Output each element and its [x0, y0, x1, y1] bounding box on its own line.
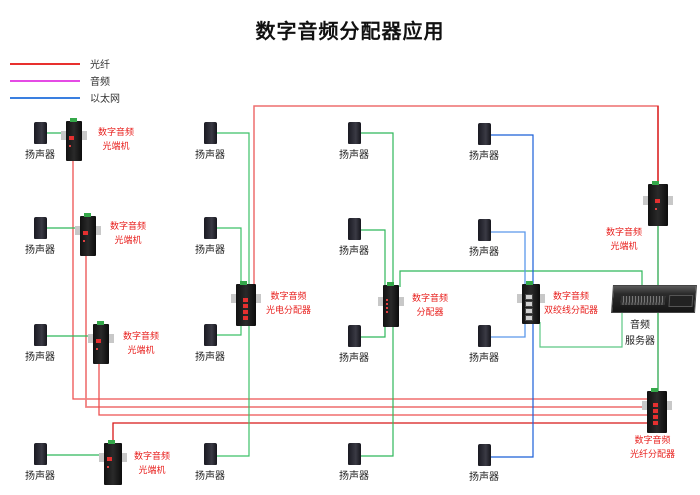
audio-distributor-device — [378, 282, 404, 327]
fiber-transceiver-device — [75, 213, 101, 256]
fiber-link-1 — [72, 150, 648, 400]
speaker-label: 扬声器 — [469, 353, 499, 364]
twisted-pair-distributor-device — [517, 281, 545, 324]
speaker-label: 扬声器 — [339, 353, 369, 364]
fiber-transceiver-device — [88, 321, 114, 364]
audio-link — [216, 227, 242, 288]
fiber-link-4 — [112, 422, 648, 450]
fiber-transceiver-device — [61, 118, 87, 161]
audio-link — [360, 229, 386, 287]
fiber-link-3 — [98, 360, 648, 416]
audio-link — [216, 132, 250, 288]
fiber-link-2 — [85, 255, 648, 408]
device-label-twisted-splitter: 数字音频双绞线分配器 — [544, 292, 599, 316]
speaker-icon — [204, 122, 217, 144]
speaker-label: 扬声器 — [25, 245, 55, 256]
opto-electric-splitter-device — [231, 281, 261, 326]
speaker-icon — [204, 217, 217, 239]
device-label-transceiver-3: 数字音频光端机 — [123, 332, 160, 356]
speaker-label: 扬声器 — [195, 150, 225, 161]
speaker-icon — [34, 443, 47, 465]
server-panel — [668, 295, 694, 307]
device-label-transceiver-right: 数字音频光端机 — [606, 228, 643, 252]
device-label-fiber-splitter: 数字音频光纤分配器 — [630, 436, 676, 460]
legend-label: 以太网 — [90, 94, 120, 105]
legend-label: 音频 — [90, 77, 110, 88]
speaker-label: 扬声器 — [339, 150, 369, 161]
audio-line-swatch — [10, 80, 80, 82]
speaker-icon — [34, 122, 47, 144]
device-label-audio-splitter: 数字音频分配器 — [412, 294, 449, 318]
fiber-transceiver-device — [643, 181, 673, 226]
speaker-icon — [478, 219, 491, 241]
speaker-icon — [34, 217, 47, 239]
audio-link — [216, 325, 250, 457]
audio-link — [360, 325, 386, 338]
speaker-icon — [348, 122, 361, 144]
audio-link — [360, 325, 394, 457]
server-drive-bays — [620, 296, 666, 305]
speaker-icon — [34, 324, 47, 346]
speaker-label: 扬声器 — [339, 471, 369, 482]
audio-link — [216, 325, 242, 336]
audio-link — [360, 132, 394, 287]
speaker-label: 扬声器 — [25, 352, 55, 363]
legend-label: 光纤 — [90, 60, 110, 71]
speaker-label: 扬声器 — [25, 150, 55, 161]
speaker-icon — [478, 123, 491, 145]
speaker-icon — [478, 325, 491, 347]
ethernet-link — [490, 134, 534, 287]
audio-server-device — [611, 285, 697, 313]
speaker-icon — [204, 324, 217, 346]
speaker-label: 扬声器 — [469, 247, 499, 258]
speaker-label: 扬声器 — [195, 471, 225, 482]
audio-link-server-twisted — [539, 311, 623, 348]
fiber-line-swatch — [10, 63, 80, 65]
speaker-label: 扬声器 — [195, 245, 225, 256]
speaker-label: 扬声器 — [469, 151, 499, 162]
fiber-link-top — [253, 105, 659, 295]
ethernet-link — [490, 231, 526, 287]
speaker-label: 扬声器 — [469, 472, 499, 483]
ethernet-line-swatch — [10, 97, 80, 99]
ethernet-link — [490, 322, 526, 338]
device-label-transceiver-1: 数字音频光端机 — [98, 128, 135, 152]
speaker-icon — [204, 443, 217, 465]
speaker-icon — [478, 444, 491, 466]
diagram-title: 数字音频分配器应用 — [255, 19, 445, 43]
device-label-opto-splitter: 数字音频光电分配器 — [266, 292, 312, 316]
speaker-icon — [348, 443, 361, 465]
speaker-label: 扬声器 — [25, 471, 55, 482]
audio-link-to-server — [399, 270, 643, 288]
speaker-icon — [348, 218, 361, 240]
speaker-label: 扬声器 — [195, 352, 225, 363]
speaker-icon — [348, 325, 361, 347]
speaker-label: 扬声器 — [339, 246, 369, 257]
ethernet-link — [490, 322, 534, 458]
fiber-splitter-device — [642, 388, 672, 433]
device-label-server: 音频服务器 — [625, 320, 655, 347]
device-label-transceiver-2: 数字音频光端机 — [110, 222, 147, 246]
device-label-transceiver-4: 数字音频光端机 — [134, 452, 171, 476]
fiber-transceiver-device — [99, 440, 127, 485]
